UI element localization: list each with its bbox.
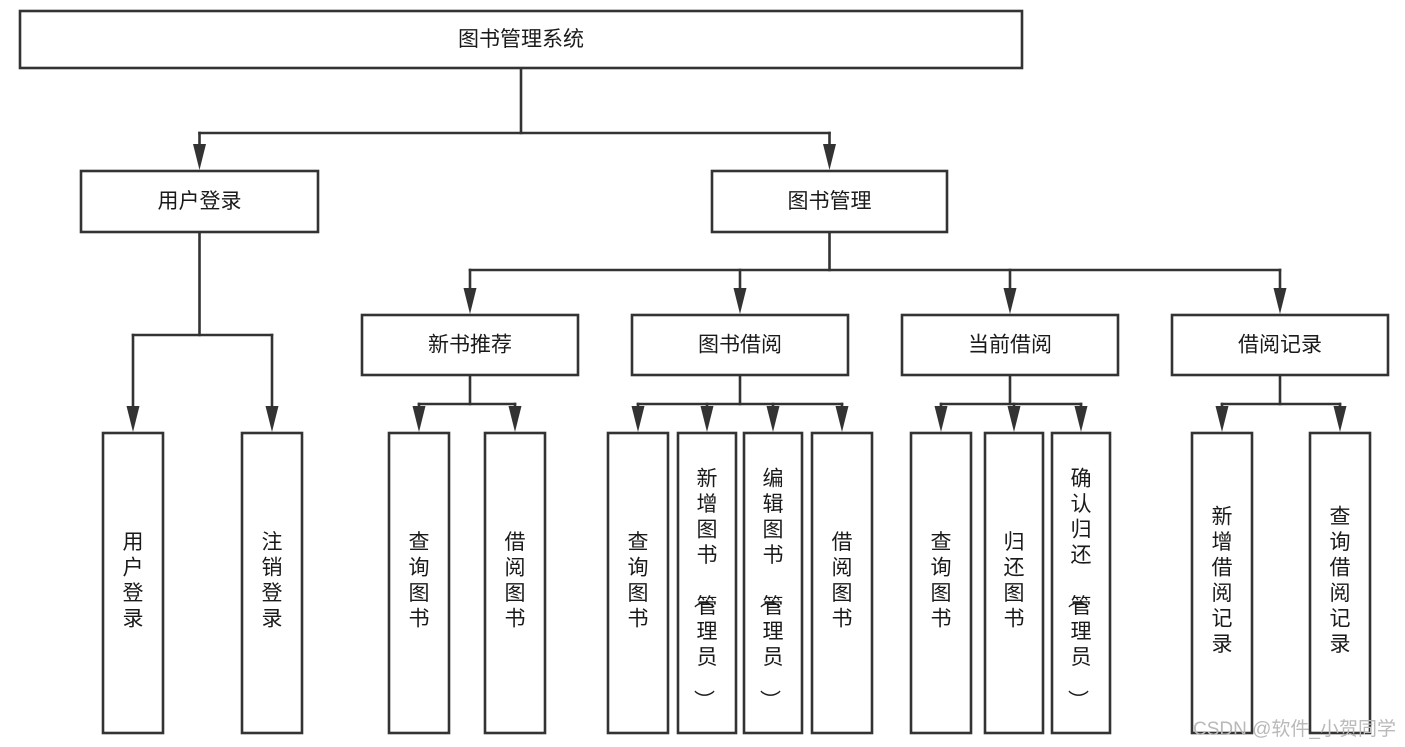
node-label: 归还图书 <box>1004 531 1025 631</box>
node-box <box>606 431 670 735</box>
watermark-label: CSDN @软件_小贺同学 <box>1193 718 1396 740</box>
node-root[interactable]: 图书管理系统 <box>18 9 1024 70</box>
node-leaf-cur-confirm[interactable]: 确认归还（管理员） <box>1050 431 1112 735</box>
connector-group-book_manage <box>463 230 1287 314</box>
node-layer: 图书管理系统用户登录图书管理新书推荐图书借阅当前借阅借阅记录用户登录注销登录查询… <box>18 9 1390 735</box>
node-box <box>983 431 1045 735</box>
node-label: 新书推荐 <box>428 334 512 357</box>
node-leaf-user-login[interactable]: 用户登录 <box>101 431 165 735</box>
node-box <box>240 431 304 735</box>
node-box <box>360 313 580 377</box>
node-box <box>1170 313 1390 377</box>
node-leaf-rec-query[interactable]: 查询图书 <box>387 431 451 735</box>
connector-group-current_borrow <box>934 373 1088 432</box>
node-label: 查询图书 <box>628 531 649 631</box>
node-book-manage[interactable]: 图书管理 <box>710 169 949 234</box>
node-label: 用户登录 <box>123 531 144 631</box>
node-new-book-rec[interactable]: 新书推荐 <box>360 313 580 377</box>
node-box <box>630 313 850 377</box>
node-leaf-cur-return[interactable]: 归还图书 <box>983 431 1045 735</box>
node-leaf-rec-borrow[interactable]: 借阅图书 <box>483 431 547 735</box>
node-label: 编辑图书（管理员） <box>758 467 784 710</box>
node-label: 借阅图书 <box>505 531 526 631</box>
node-box <box>79 169 320 234</box>
node-user-login[interactable]: 用户登录 <box>79 169 320 234</box>
node-label: 查询借阅记录 <box>1330 506 1351 657</box>
node-leaf-borrow-add[interactable]: 新增图书（管理员） <box>676 431 738 735</box>
node-box <box>810 431 874 735</box>
node-box <box>742 431 804 735</box>
node-book-borrow[interactable]: 图书借阅 <box>630 313 850 377</box>
node-label: 确认归还（管理员） <box>1066 467 1092 710</box>
node-label: 注销登录 <box>262 531 283 631</box>
node-label: 新增图书（管理员） <box>692 467 718 710</box>
node-label: 图书管理系统 <box>458 28 584 51</box>
node-leaf-borrow-lend[interactable]: 借阅图书 <box>810 431 874 735</box>
node-label: 图书管理 <box>788 190 872 213</box>
connector-group-borrow_record <box>1215 373 1347 432</box>
node-leaf-cur-query[interactable]: 查询图书 <box>909 431 973 735</box>
node-box <box>909 431 973 735</box>
node-current-borrow[interactable]: 当前借阅 <box>900 313 1120 377</box>
node-box <box>483 431 547 735</box>
node-leaf-borrow-edit[interactable]: 编辑图书（管理员） <box>742 431 804 735</box>
connector-group-new_book_rec <box>412 373 522 432</box>
node-label: 借阅图书 <box>832 531 853 631</box>
node-box <box>1050 431 1112 735</box>
node-leaf-rec-query2[interactable]: 查询借阅记录 <box>1308 431 1372 735</box>
connector-group-book_borrow <box>631 373 849 432</box>
node-box <box>676 431 738 735</box>
connector-group-root <box>193 66 836 170</box>
connector-layer <box>126 66 1347 432</box>
node-label: 新增借阅记录 <box>1212 506 1233 657</box>
node-borrow-record[interactable]: 借阅记录 <box>1170 313 1390 377</box>
node-leaf-rec-add[interactable]: 新增借阅记录 <box>1190 431 1254 735</box>
node-box <box>101 431 165 735</box>
node-label: 查询图书 <box>931 531 952 631</box>
node-box <box>900 313 1120 377</box>
node-box <box>1308 431 1372 735</box>
node-label: 用户登录 <box>158 190 242 213</box>
node-leaf-user-logout[interactable]: 注销登录 <box>240 431 304 735</box>
node-box <box>18 9 1024 70</box>
node-leaf-borrow-query[interactable]: 查询图书 <box>606 431 670 735</box>
node-label: 当前借阅 <box>968 334 1052 357</box>
node-box <box>1190 431 1254 735</box>
node-label: 借阅记录 <box>1238 334 1322 357</box>
node-box <box>387 431 451 735</box>
connector-group-user_login <box>126 230 279 432</box>
node-label: 查询图书 <box>409 531 430 631</box>
node-box <box>710 169 949 234</box>
node-label: 图书借阅 <box>698 334 782 357</box>
